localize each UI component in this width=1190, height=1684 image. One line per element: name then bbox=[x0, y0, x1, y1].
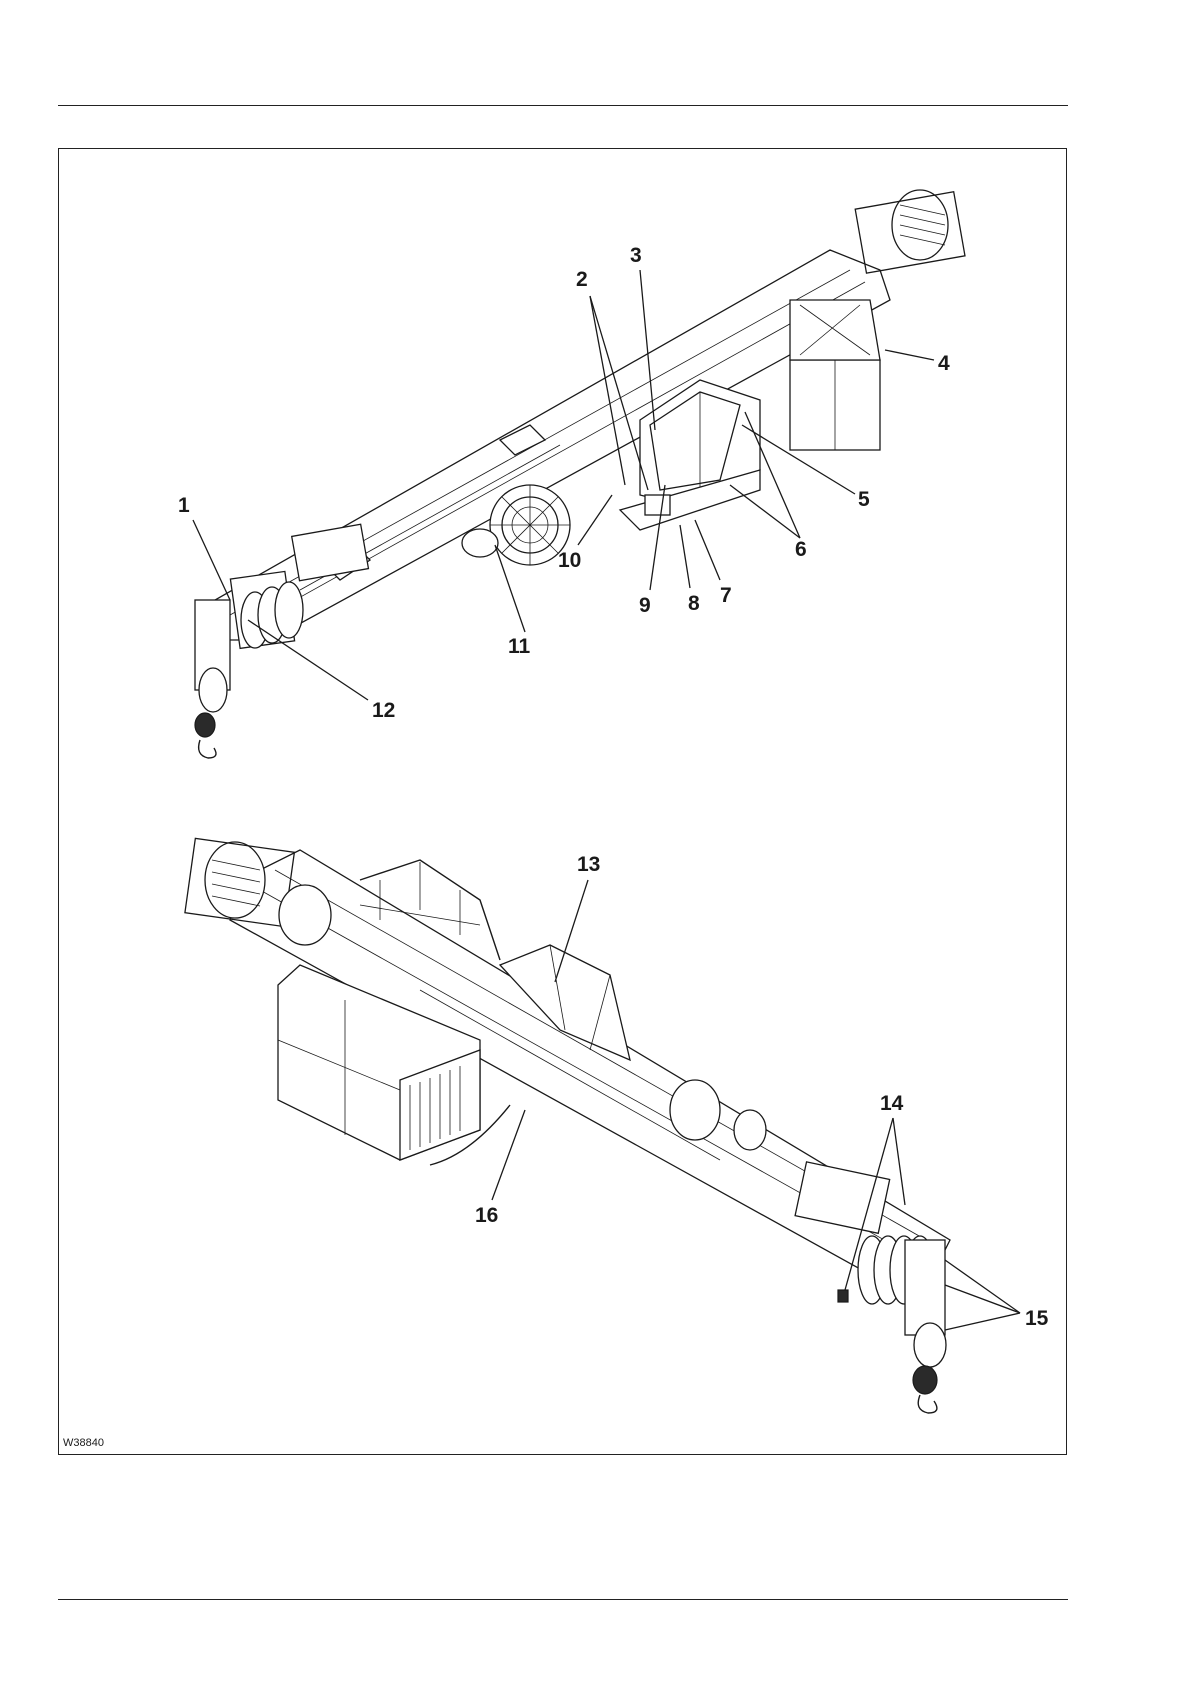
footer-rule bbox=[58, 1599, 1068, 1600]
callout-3: 3 bbox=[630, 244, 642, 267]
callout-2: 2 bbox=[576, 268, 588, 291]
callout-10: 10 bbox=[558, 549, 581, 572]
callout-7: 7 bbox=[720, 584, 732, 607]
callout-16: 16 bbox=[475, 1204, 498, 1227]
callout-4: 4 bbox=[938, 352, 950, 375]
boom-head-sheaves bbox=[195, 524, 368, 758]
callout-1: 1 bbox=[178, 494, 190, 517]
callout-12: 12 bbox=[372, 699, 395, 722]
callout-14: 14 bbox=[880, 1092, 904, 1115]
rear-winch bbox=[790, 190, 965, 450]
boom-body bbox=[210, 250, 890, 640]
callout-8: 8 bbox=[688, 592, 700, 615]
callout-9: 9 bbox=[639, 594, 651, 617]
figure-id-label: W38840 bbox=[63, 1437, 104, 1449]
callout-11: 11 bbox=[508, 635, 531, 658]
crane-boom-rear-view bbox=[185, 838, 950, 1413]
callout-15: 15 bbox=[1025, 1307, 1049, 1330]
callout-6: 6 bbox=[795, 538, 807, 561]
callout-13: 13 bbox=[577, 853, 600, 876]
callout-5: 5 bbox=[858, 488, 870, 511]
